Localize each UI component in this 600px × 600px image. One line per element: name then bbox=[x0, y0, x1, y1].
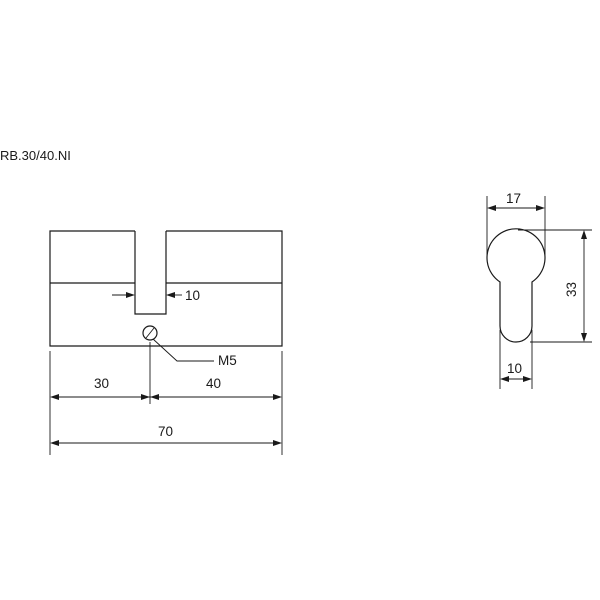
height-label: 33 bbox=[564, 282, 579, 297]
dim-40-arrow-left bbox=[150, 394, 159, 400]
screw-leader-line bbox=[152, 338, 214, 362]
top-dim-arrow-right bbox=[536, 205, 545, 211]
model-code: RB.30/40.NI bbox=[0, 148, 71, 163]
cylinder-profile-view: 17 33 10 bbox=[486, 191, 592, 389]
bottom-dim-arrow-left bbox=[500, 376, 509, 382]
screw-hole-slot bbox=[145, 327, 155, 339]
slot-dim-arrow-right bbox=[166, 292, 175, 298]
slot-width-label: 10 bbox=[185, 288, 200, 303]
cam-slot bbox=[134, 231, 167, 315]
dim-30-arrow-right bbox=[141, 394, 150, 400]
bottom-width-label: 10 bbox=[507, 361, 522, 376]
screw-hole bbox=[142, 325, 158, 341]
profile-outline bbox=[486, 228, 546, 343]
left-length-label: 30 bbox=[94, 376, 109, 391]
height-dim-arrow-bottom bbox=[581, 333, 587, 342]
dim-40-arrow-right bbox=[273, 394, 282, 400]
cylinder-side-view: M5 10 30 40 70 bbox=[49, 230, 283, 455]
dim-70-arrow-left bbox=[50, 440, 59, 446]
screw-thread-label: M5 bbox=[218, 353, 237, 368]
dim-70-arrow-right bbox=[273, 440, 282, 446]
height-dim-arrow-top bbox=[581, 230, 587, 239]
dim-30-arrow-left bbox=[50, 394, 59, 400]
right-length-label: 40 bbox=[206, 376, 221, 391]
bottom-dim-arrow-right bbox=[523, 376, 532, 382]
top-dim-arrow-left bbox=[487, 205, 496, 211]
top-width-label: 17 bbox=[506, 191, 521, 206]
total-length-label: 70 bbox=[158, 424, 173, 439]
slot-dim-arrow-left bbox=[126, 292, 135, 298]
cylinder-body-outline bbox=[49, 230, 283, 347]
